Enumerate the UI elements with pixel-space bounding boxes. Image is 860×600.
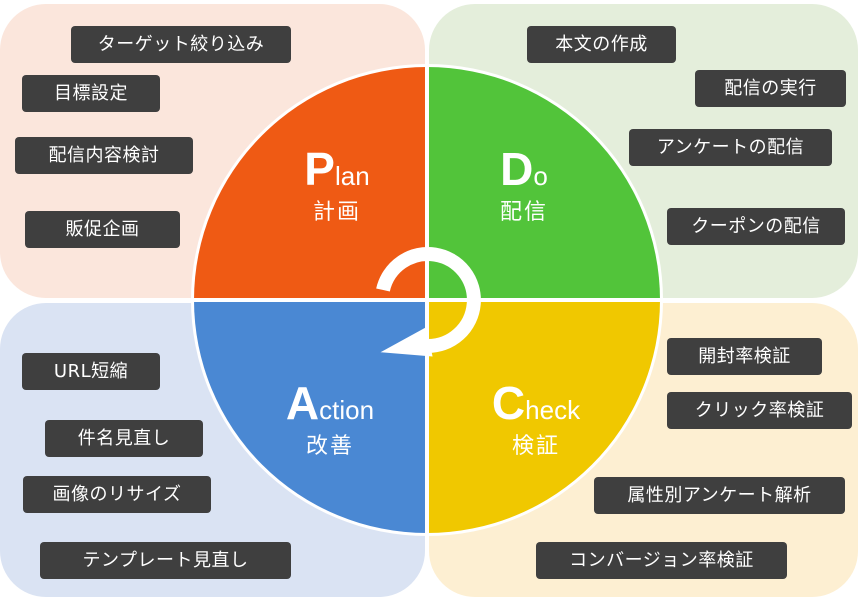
plan-tag: ターゲット絞り込み bbox=[71, 26, 291, 63]
check-tag: 開封率検証 bbox=[667, 338, 822, 375]
do-label: Do 配信 bbox=[499, 143, 548, 225]
do-tag: クーポンの配信 bbox=[667, 208, 845, 245]
do-tag: 本文の作成 bbox=[527, 26, 676, 63]
check-tag: クリック率検証 bbox=[667, 392, 852, 429]
action-tag: 件名見直し bbox=[45, 420, 203, 457]
action-tag: 画像のリサイズ bbox=[23, 476, 211, 513]
plan-quadrant bbox=[194, 67, 427, 300]
action-label: Action 改善 bbox=[285, 377, 375, 459]
plan-tag: 配信内容検討 bbox=[15, 137, 193, 174]
do-tag: アンケートの配信 bbox=[629, 129, 832, 166]
action-quadrant bbox=[194, 300, 427, 533]
do-quadrant bbox=[427, 67, 660, 300]
plan-tag: 目標設定 bbox=[22, 75, 160, 112]
plan-tag: 販促企画 bbox=[25, 211, 180, 248]
plan-label: Plan 計画 bbox=[304, 143, 370, 225]
check-tag: 属性別アンケート解析 bbox=[594, 477, 845, 514]
do-tag: 配信の実行 bbox=[695, 70, 846, 107]
check-label: Check 検証 bbox=[491, 377, 581, 459]
action-tag: URL短縮 bbox=[22, 353, 160, 390]
cycle-arrow-icon bbox=[376, 247, 481, 357]
check-tag: コンバージョン率検証 bbox=[536, 542, 787, 579]
action-tag: テンプレート見直し bbox=[40, 542, 291, 579]
check-quadrant bbox=[427, 300, 660, 533]
